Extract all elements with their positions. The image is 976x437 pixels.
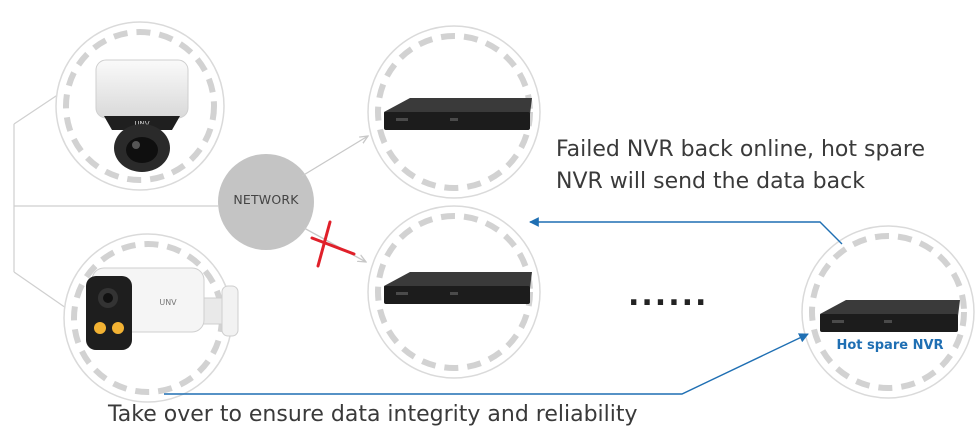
nvr-recorder-icon	[384, 98, 532, 130]
network-label: NETWORK	[233, 192, 299, 207]
failure-cross-icon	[310, 220, 356, 268]
camera-connector-lines	[13, 91, 218, 309]
send-data-back-arrow	[529, 217, 843, 245]
failed-back-caption-line: Failed NVR back online, hot spare	[556, 137, 926, 162]
nvr-recorder-icon	[820, 300, 960, 332]
nvr-recorder-icon	[384, 272, 532, 304]
svg-text:UNV: UNV	[134, 120, 149, 128]
take-over-caption: Take over to ensure data integrity and r…	[108, 402, 638, 427]
svg-text:UNV: UNV	[159, 298, 177, 307]
bullet-camera-node: UNV	[63, 233, 239, 403]
network-node	[218, 154, 314, 250]
failed-back-caption-line: NVR will send the data back	[556, 169, 865, 194]
failed-back-caption: Failed NVR back online, hot spare NVR wi…	[556, 134, 956, 198]
dome-camera-icon: UNV	[95, 59, 189, 172]
dome-camera-node: UNV	[55, 21, 225, 191]
network-to-top-nvr-arrow	[301, 136, 368, 177]
hot-spare-label: Hot spare NVR	[836, 338, 944, 353]
more-nvrs-ellipsis: ......	[628, 278, 709, 313]
network-to-failed-nvr-arrow	[303, 227, 366, 262]
hot-spare-nvr-node	[801, 225, 975, 399]
bullet-camera-icon: UNV	[86, 267, 239, 350]
failed-nvr-node	[367, 205, 541, 379]
take-over-arrow	[164, 333, 809, 395]
top-nvr-node	[367, 25, 541, 199]
